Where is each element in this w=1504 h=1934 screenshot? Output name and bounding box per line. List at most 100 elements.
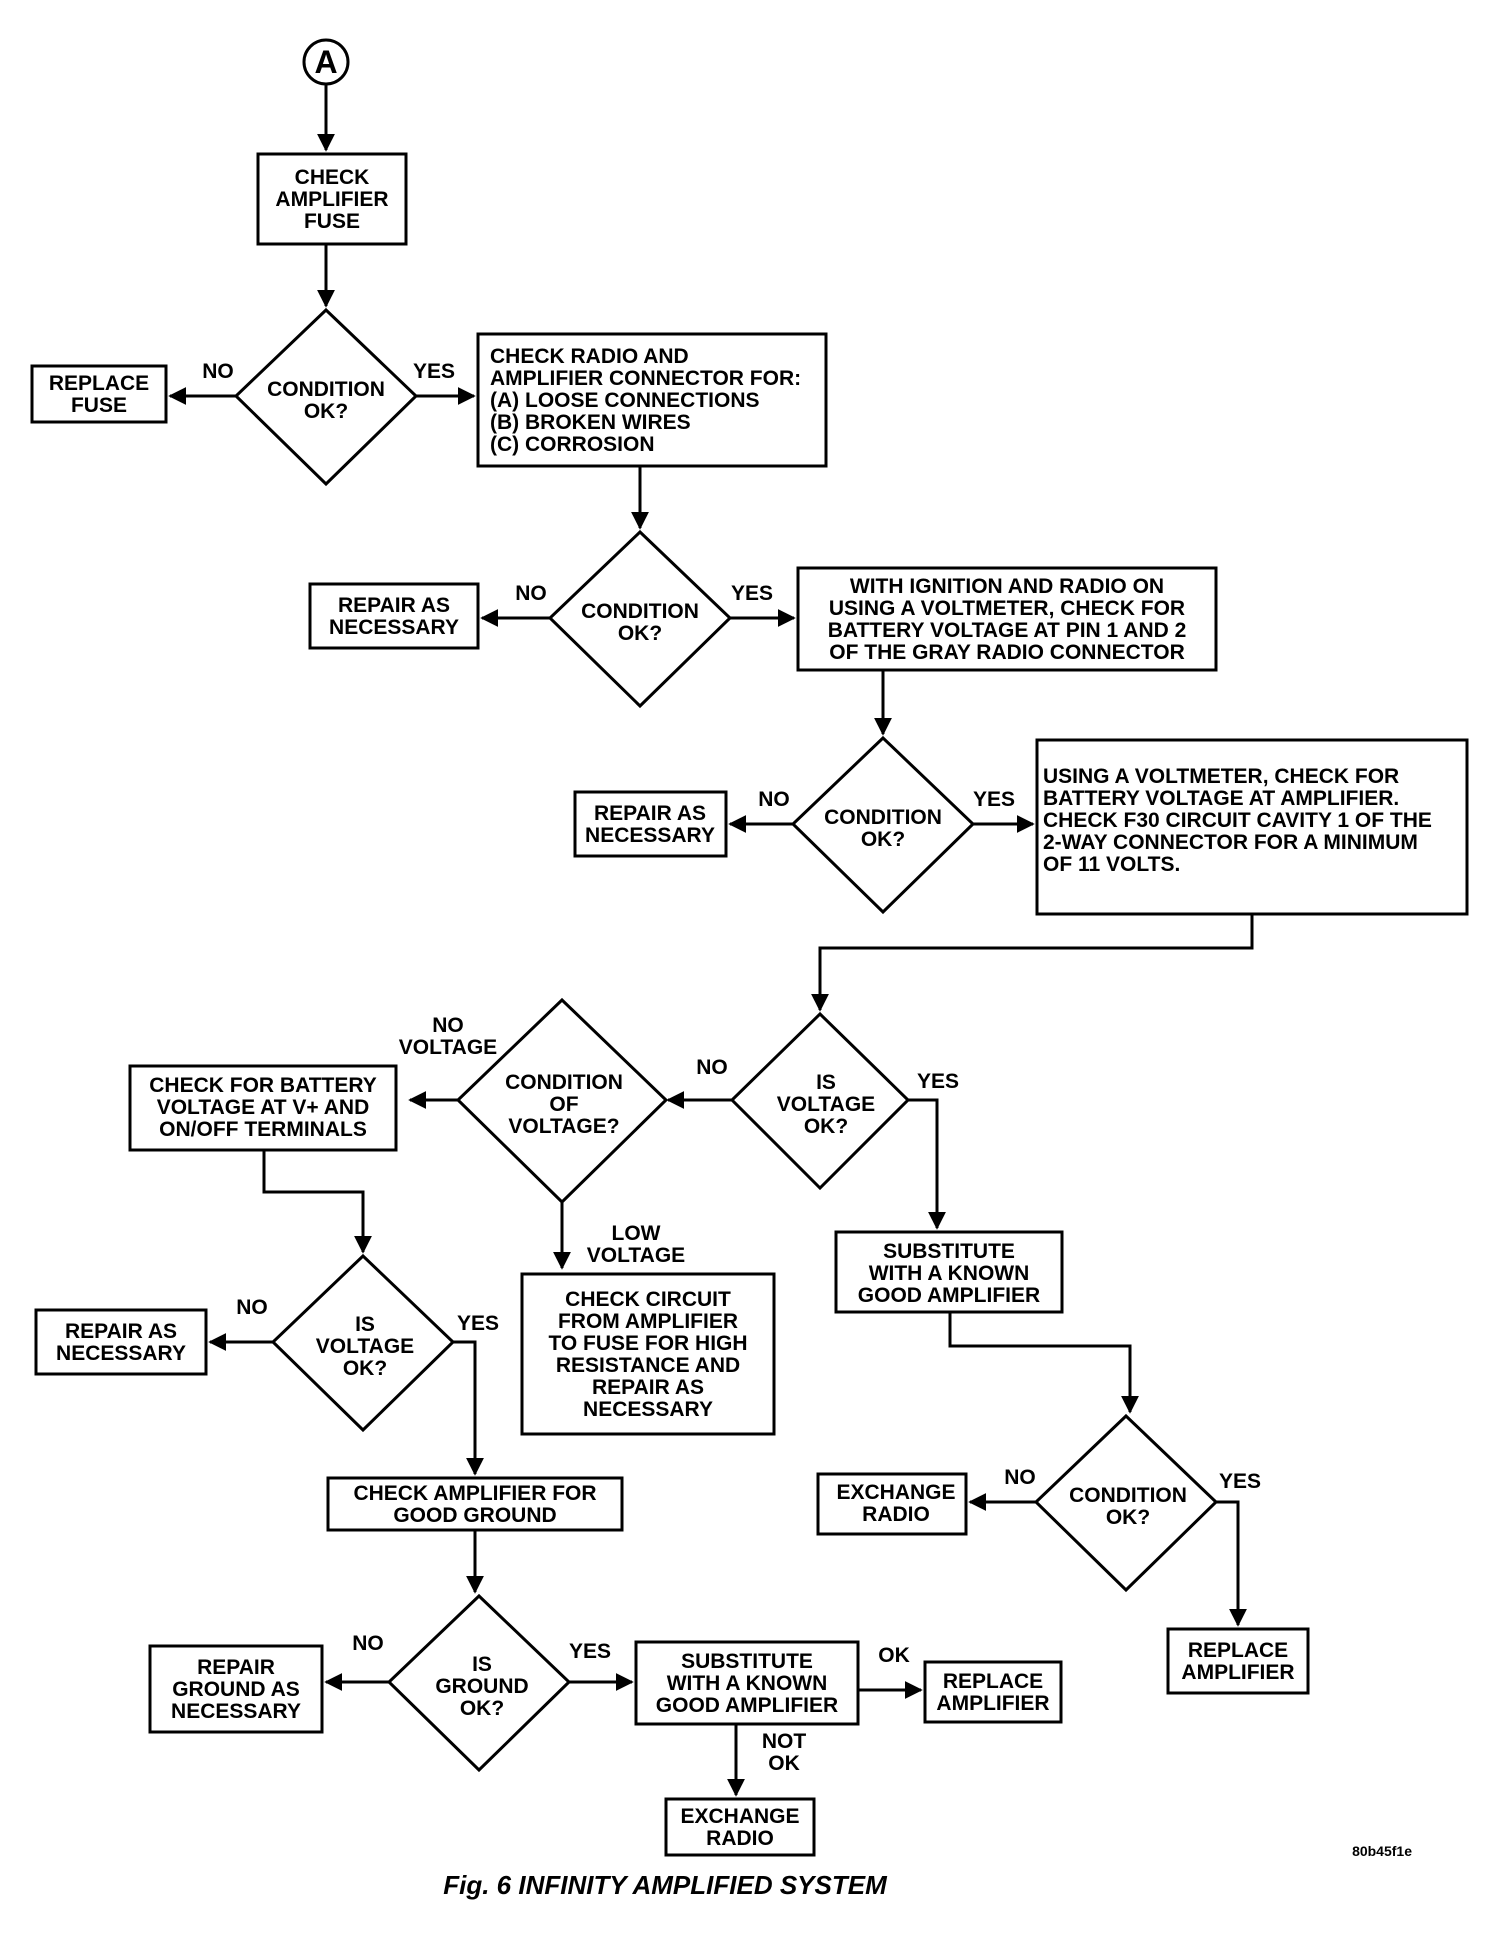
label-line: VOLTAGE — [587, 1244, 685, 1267]
label-line: IS — [816, 1071, 836, 1094]
label-line: AMPLIFIER — [275, 188, 388, 211]
label-line: 2-WAY CONNECTOR FOR A MINIMUM — [1043, 831, 1418, 854]
edge-label-yes: YES — [569, 1640, 611, 1663]
label-line: GROUND AS — [172, 1678, 300, 1701]
edge-label-no: NO — [352, 1632, 384, 1655]
label-line: WITH A KNOWN — [667, 1672, 828, 1695]
label-line: CHECK F30 CIRCUIT CAVITY 1 OF THE — [1043, 809, 1432, 832]
label-line: VOLTAGE AT V+ AND — [157, 1096, 370, 1119]
label-line: OK? — [618, 622, 662, 645]
label-line: BATTERY VOLTAGE AT AMPLIFIER. — [1043, 787, 1399, 810]
label-line: EXCHANGE — [836, 1481, 955, 1504]
edge-label-yes: YES — [731, 582, 773, 605]
label-line: FROM AMPLIFIER — [558, 1310, 738, 1333]
connector-lines — [168, 84, 1254, 1797]
label-line: VOLTAGE? — [508, 1115, 619, 1138]
label-line: NECESSARY — [329, 616, 459, 639]
connector-circle — [302, 38, 350, 86]
arrow-vterminals-to-dec6 — [262, 1150, 372, 1254]
label-line: RADIO — [706, 1827, 774, 1850]
connector-letter: A — [314, 44, 337, 80]
label-line: REPLACE — [1188, 1639, 1288, 1662]
arrow-dec4-yes — [908, 1098, 946, 1230]
label-line: OK? — [861, 828, 905, 851]
label-line: CHECK CIRCUIT — [565, 1288, 731, 1311]
label-line: AMPLIFIER CONNECTOR FOR: — [490, 367, 801, 390]
label-line: OK? — [304, 400, 348, 423]
label-line: SUBSTITUTE — [883, 1240, 1015, 1263]
label-line: GROUND — [435, 1675, 528, 1698]
edge-label-no: NO — [758, 788, 790, 811]
label-line: OK? — [1106, 1506, 1150, 1529]
figure-caption: Fig. 6 INFINITY AMPLIFIED SYSTEM — [443, 1870, 888, 1900]
label-line: (A) LOOSE CONNECTIONS — [490, 389, 760, 412]
label-line: GOOD AMPLIFIER — [656, 1694, 838, 1717]
label-line: REPAIR AS — [594, 802, 706, 825]
label-line: AMPLIFIER — [1181, 1661, 1294, 1684]
label-line: LOW — [612, 1222, 661, 1245]
edge-label-no: NO — [515, 582, 547, 605]
edge-label-yes: YES — [413, 360, 455, 383]
label-line: CHECK — [295, 166, 370, 189]
label-line: VOLTAGE — [316, 1335, 414, 1358]
label-line: CONDITION — [267, 378, 385, 401]
label-line: GOOD GROUND — [393, 1504, 556, 1527]
label-line: VOLTAGE — [399, 1036, 497, 1059]
arrow-dec6-yes — [453, 1340, 484, 1476]
label-line: CHECK AMPLIFIER FOR — [353, 1482, 596, 1505]
label-line: IS — [472, 1653, 492, 1676]
label-line: REPAIR AS — [65, 1320, 177, 1343]
label-line: OF — [549, 1093, 578, 1116]
edge-label-no: NO — [696, 1056, 728, 1079]
label-line: VOLTAGE — [777, 1093, 875, 1116]
figure-code: 80b45f1e — [1352, 1843, 1412, 1859]
edge-label-no: NO — [236, 1296, 268, 1319]
label-line: BATTERY VOLTAGE AT PIN 1 AND 2 — [828, 619, 1187, 642]
label-line: OK? — [460, 1697, 504, 1720]
label-line: REPAIR AS — [592, 1376, 704, 1399]
label-line: (B) BROKEN WIRES — [490, 411, 691, 434]
label-line: USING A VOLTMETER, CHECK FOR — [829, 597, 1185, 620]
edge-label-ok: OK — [878, 1644, 910, 1667]
label-line: CONDITION — [824, 806, 942, 829]
label-line: CONDITION — [505, 1071, 623, 1094]
label-line: WITH A KNOWN — [869, 1262, 1030, 1285]
label-line: AMPLIFIER — [936, 1692, 1049, 1715]
label-line: OF THE GRAY RADIO CONNECTOR — [829, 641, 1184, 664]
